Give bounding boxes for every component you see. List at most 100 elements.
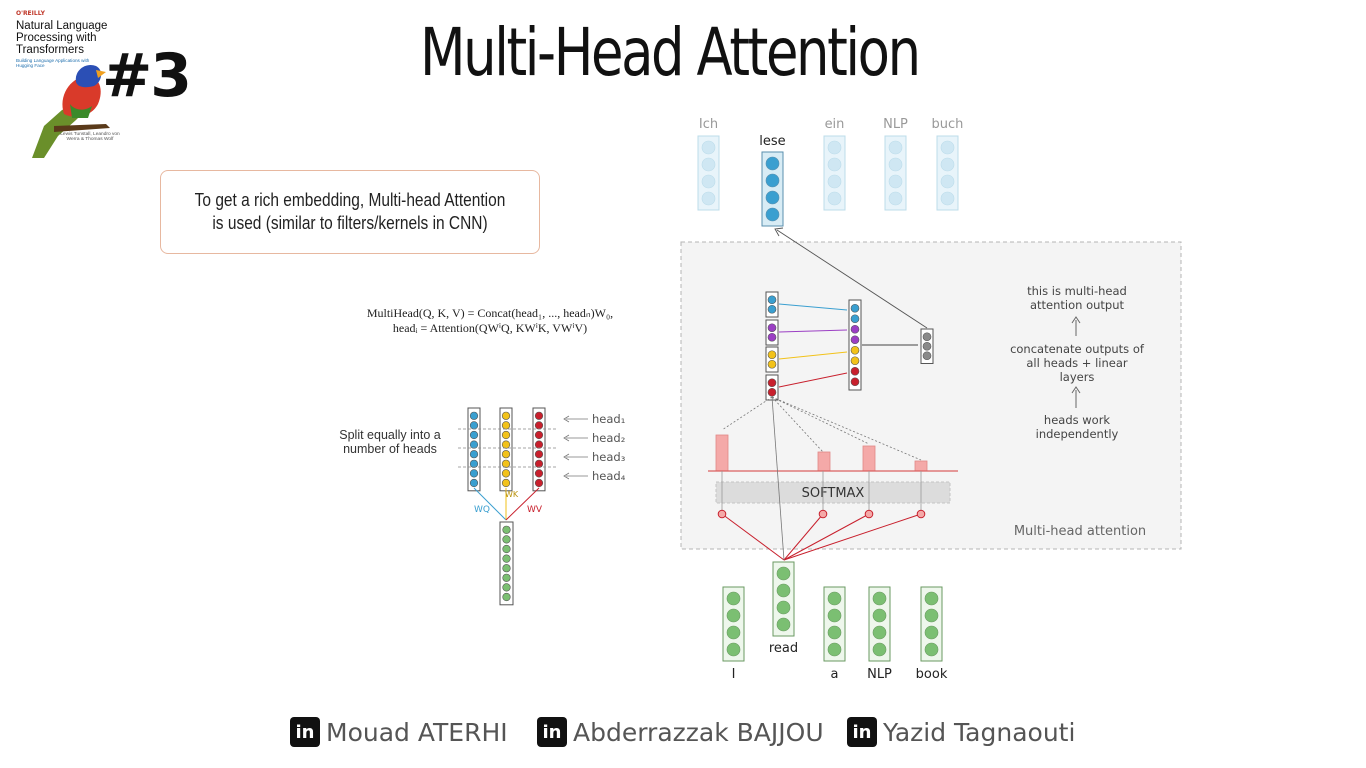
output-embedding-dot <box>888 157 903 172</box>
concat-column-dot <box>850 377 860 387</box>
v-split-column-dot <box>534 421 544 430</box>
query-line <box>783 513 824 561</box>
output-embedding-dot <box>701 157 716 172</box>
top-word: Ich <box>699 117 718 132</box>
parrot-illustration <box>32 64 110 158</box>
attention-bar <box>862 445 876 472</box>
output-embedding-dot <box>888 174 903 189</box>
linkedin-icon: in <box>537 717 567 747</box>
query-line <box>783 513 870 561</box>
v-split-column-dot <box>534 430 544 440</box>
concat-column-dot <box>850 324 860 334</box>
head-to-concat-arrow <box>778 303 848 311</box>
page-title: Multi-Head Attention <box>420 14 921 91</box>
head-vector-2-dot <box>767 350 777 360</box>
output-embedding-active-dot <box>765 156 780 171</box>
q-split-column-dot <box>469 478 479 488</box>
output-embedding <box>884 135 907 211</box>
top-word: lese <box>759 134 785 149</box>
v-split-column-dot <box>534 459 544 468</box>
input-embedding-dot <box>726 591 741 606</box>
input-embedding <box>920 586 943 662</box>
input-embedding-dot <box>924 608 939 623</box>
key-line <box>721 396 773 431</box>
linkedin-icon: in <box>290 717 320 747</box>
k-split-column <box>499 407 513 492</box>
head-label: head₂ <box>592 431 625 445</box>
weight-label: WV <box>527 505 543 515</box>
top-word: NLP <box>883 117 908 132</box>
head-to-concat-arrow <box>778 329 848 333</box>
attention-bar <box>817 451 831 472</box>
output-embedding <box>823 135 846 211</box>
output-embedding-dot <box>701 191 716 206</box>
output-embedding-dot <box>940 140 955 155</box>
head-to-concat-arrow <box>778 372 848 388</box>
output-embedding-dot <box>940 191 955 206</box>
output-embedding <box>697 135 720 211</box>
head-vector-1 <box>765 319 779 346</box>
output-embedding-dot <box>888 140 903 155</box>
book-publisher: O'REILLY <box>16 10 45 17</box>
multihead-formula: MultiHead(Q, K, V) = Concat(head₁, ..., … <box>330 306 650 336</box>
concat-column-dot <box>850 335 860 345</box>
k-split-column-dot <box>501 459 511 468</box>
head-vector-3-dot <box>767 387 777 397</box>
weight-label: WK <box>505 490 519 499</box>
head-vector-3 <box>765 374 779 401</box>
head-arrow-tip <box>563 472 570 480</box>
footer-author-1[interactable]: in Mouad ATERHI <box>290 714 508 750</box>
input-embedding-column-dot <box>502 544 511 554</box>
linear-output-column <box>920 328 934 364</box>
input-embedding-column-dot <box>502 564 511 573</box>
softmax-band <box>715 481 951 504</box>
output-embedding-dot <box>827 157 842 172</box>
input-embedding <box>868 586 891 662</box>
output-embedding-dot <box>701 140 716 155</box>
book-cover: O'REILLY Natural Language Processing wit… <box>14 8 122 158</box>
score-node <box>717 509 727 519</box>
k-split-column-dot <box>501 478 511 488</box>
author-name: Abderrazzak BAJJOU <box>573 717 824 747</box>
output-to-top-arrow <box>776 229 928 329</box>
footer-author-2[interactable]: in Abderrazzak BAJJOU <box>537 714 824 750</box>
bottom-word: read <box>769 641 798 656</box>
episode-badge: #3 <box>102 41 192 111</box>
attention-bar <box>715 434 729 472</box>
head-vector-2-dot <box>767 359 777 369</box>
k-split-column-dot <box>501 440 511 449</box>
input-embedding-dot <box>924 625 939 640</box>
book-authors: Lewis Tunstall, Leandro von Werra & Thom… <box>60 132 120 143</box>
input-embedding-dot <box>872 625 887 640</box>
formula-line-2: headᵢ = Attention(QWⁱQ, KWⁱK, VWⁱV) <box>392 321 588 335</box>
v-split-column-dot <box>534 411 544 420</box>
concat-column-dot <box>850 303 860 313</box>
input-embedding-active-dot <box>776 583 791 598</box>
head-vector-3-dot <box>767 378 777 388</box>
output-embedding-dot <box>827 140 842 155</box>
q-split-column-dot <box>469 469 479 478</box>
input-embedding-dot <box>924 591 939 606</box>
book-subtitle: Building Language Applications with Hugg… <box>16 58 90 68</box>
split-caption: Split equally into a number of heads <box>339 428 441 456</box>
input-embedding-dot <box>924 642 939 657</box>
footer-author-3[interactable]: in Yazid Tagnaouti <box>847 714 1075 750</box>
formula-line-1: MultiHead(Q, K, V) = Concat(head₁, ..., … <box>366 306 614 320</box>
output-embedding-dot <box>888 191 903 206</box>
v-split-column-dot <box>534 478 544 488</box>
q-split-column-dot <box>469 411 479 420</box>
note-heads: heads work independently <box>1035 413 1119 441</box>
input-embedding-active <box>772 561 795 637</box>
arrow-tip <box>774 227 784 237</box>
input-embedding-dot <box>827 642 842 657</box>
input-embedding-column-dot <box>502 535 511 544</box>
head-label: head₃ <box>592 450 626 464</box>
input-embedding-column-dot <box>502 592 511 602</box>
output-embedding-active-dot <box>765 173 780 188</box>
q-split-column-dot <box>469 459 479 468</box>
author-name: Mouad ATERHI <box>326 717 508 747</box>
k-split-column-dot <box>501 430 511 440</box>
